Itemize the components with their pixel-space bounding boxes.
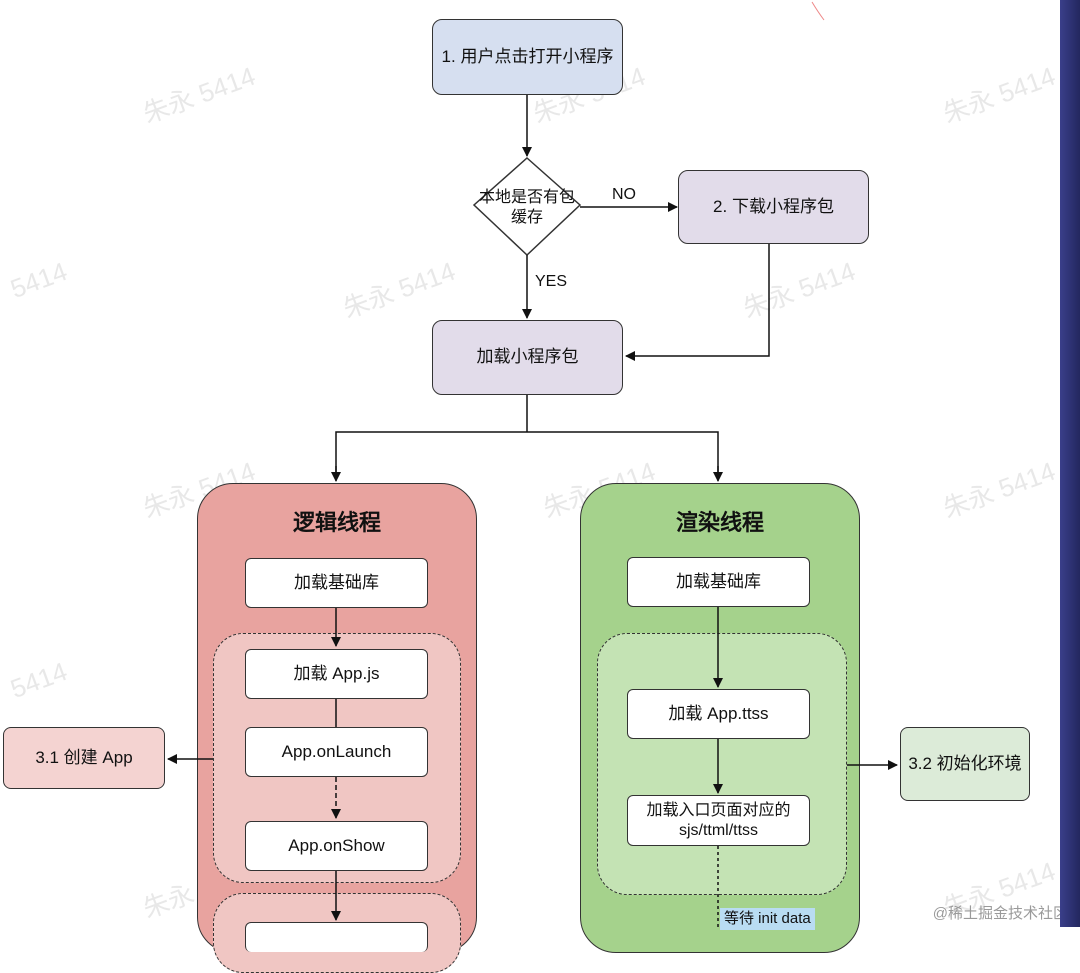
flowchart-canvas: 朱永 5414 朱永 5414 朱永 5414 5414 朱永 5414 朱永 … bbox=[3, 1, 1068, 973]
logic-load-base-lib: 加载基础库 bbox=[245, 558, 428, 608]
download-node: 2. 下载小程序包 bbox=[678, 170, 869, 244]
logic-load-appjs: 加载 App.js bbox=[245, 649, 428, 699]
stray-mark bbox=[811, 1, 825, 21]
start-node: 1. 用户点击打开小程序 bbox=[432, 19, 623, 95]
no-label: NO bbox=[612, 186, 636, 203]
window-edge-strip bbox=[1060, 0, 1080, 927]
render-load-entry-page: 加载入口页面对应的sjs/ttml/ttss bbox=[627, 795, 810, 846]
logic-app-onshow: App.onShow bbox=[245, 821, 428, 871]
logic-lane-title: 逻辑线程 bbox=[292, 511, 381, 536]
init-env-node: 3.2 初始化环境 bbox=[900, 727, 1030, 801]
footer-watermark: @稀土掘金技术社区 bbox=[932, 905, 1068, 922]
yes-label: YES bbox=[535, 273, 568, 290]
decision-label: 本地是否有包缓存 bbox=[478, 189, 575, 226]
edges-layer bbox=[167, 1, 898, 927]
create-app-node: 3.1 创建 App bbox=[3, 727, 165, 789]
load-package-node: 加载小程序包 bbox=[432, 320, 623, 395]
render-load-base-lib: 加载基础库 bbox=[627, 557, 810, 607]
render-load-app-ttss: 加载 App.ttss bbox=[627, 689, 810, 739]
edge-download-to-load bbox=[625, 244, 770, 361]
render-app-group bbox=[597, 633, 847, 895]
render-lane-title: 渲染线程 bbox=[675, 511, 764, 536]
edge-split-bar bbox=[335, 431, 719, 478]
logic-app-onlaunch: App.onLaunch bbox=[245, 727, 428, 777]
wait-init-data-tag: 等待 init data bbox=[720, 908, 815, 930]
